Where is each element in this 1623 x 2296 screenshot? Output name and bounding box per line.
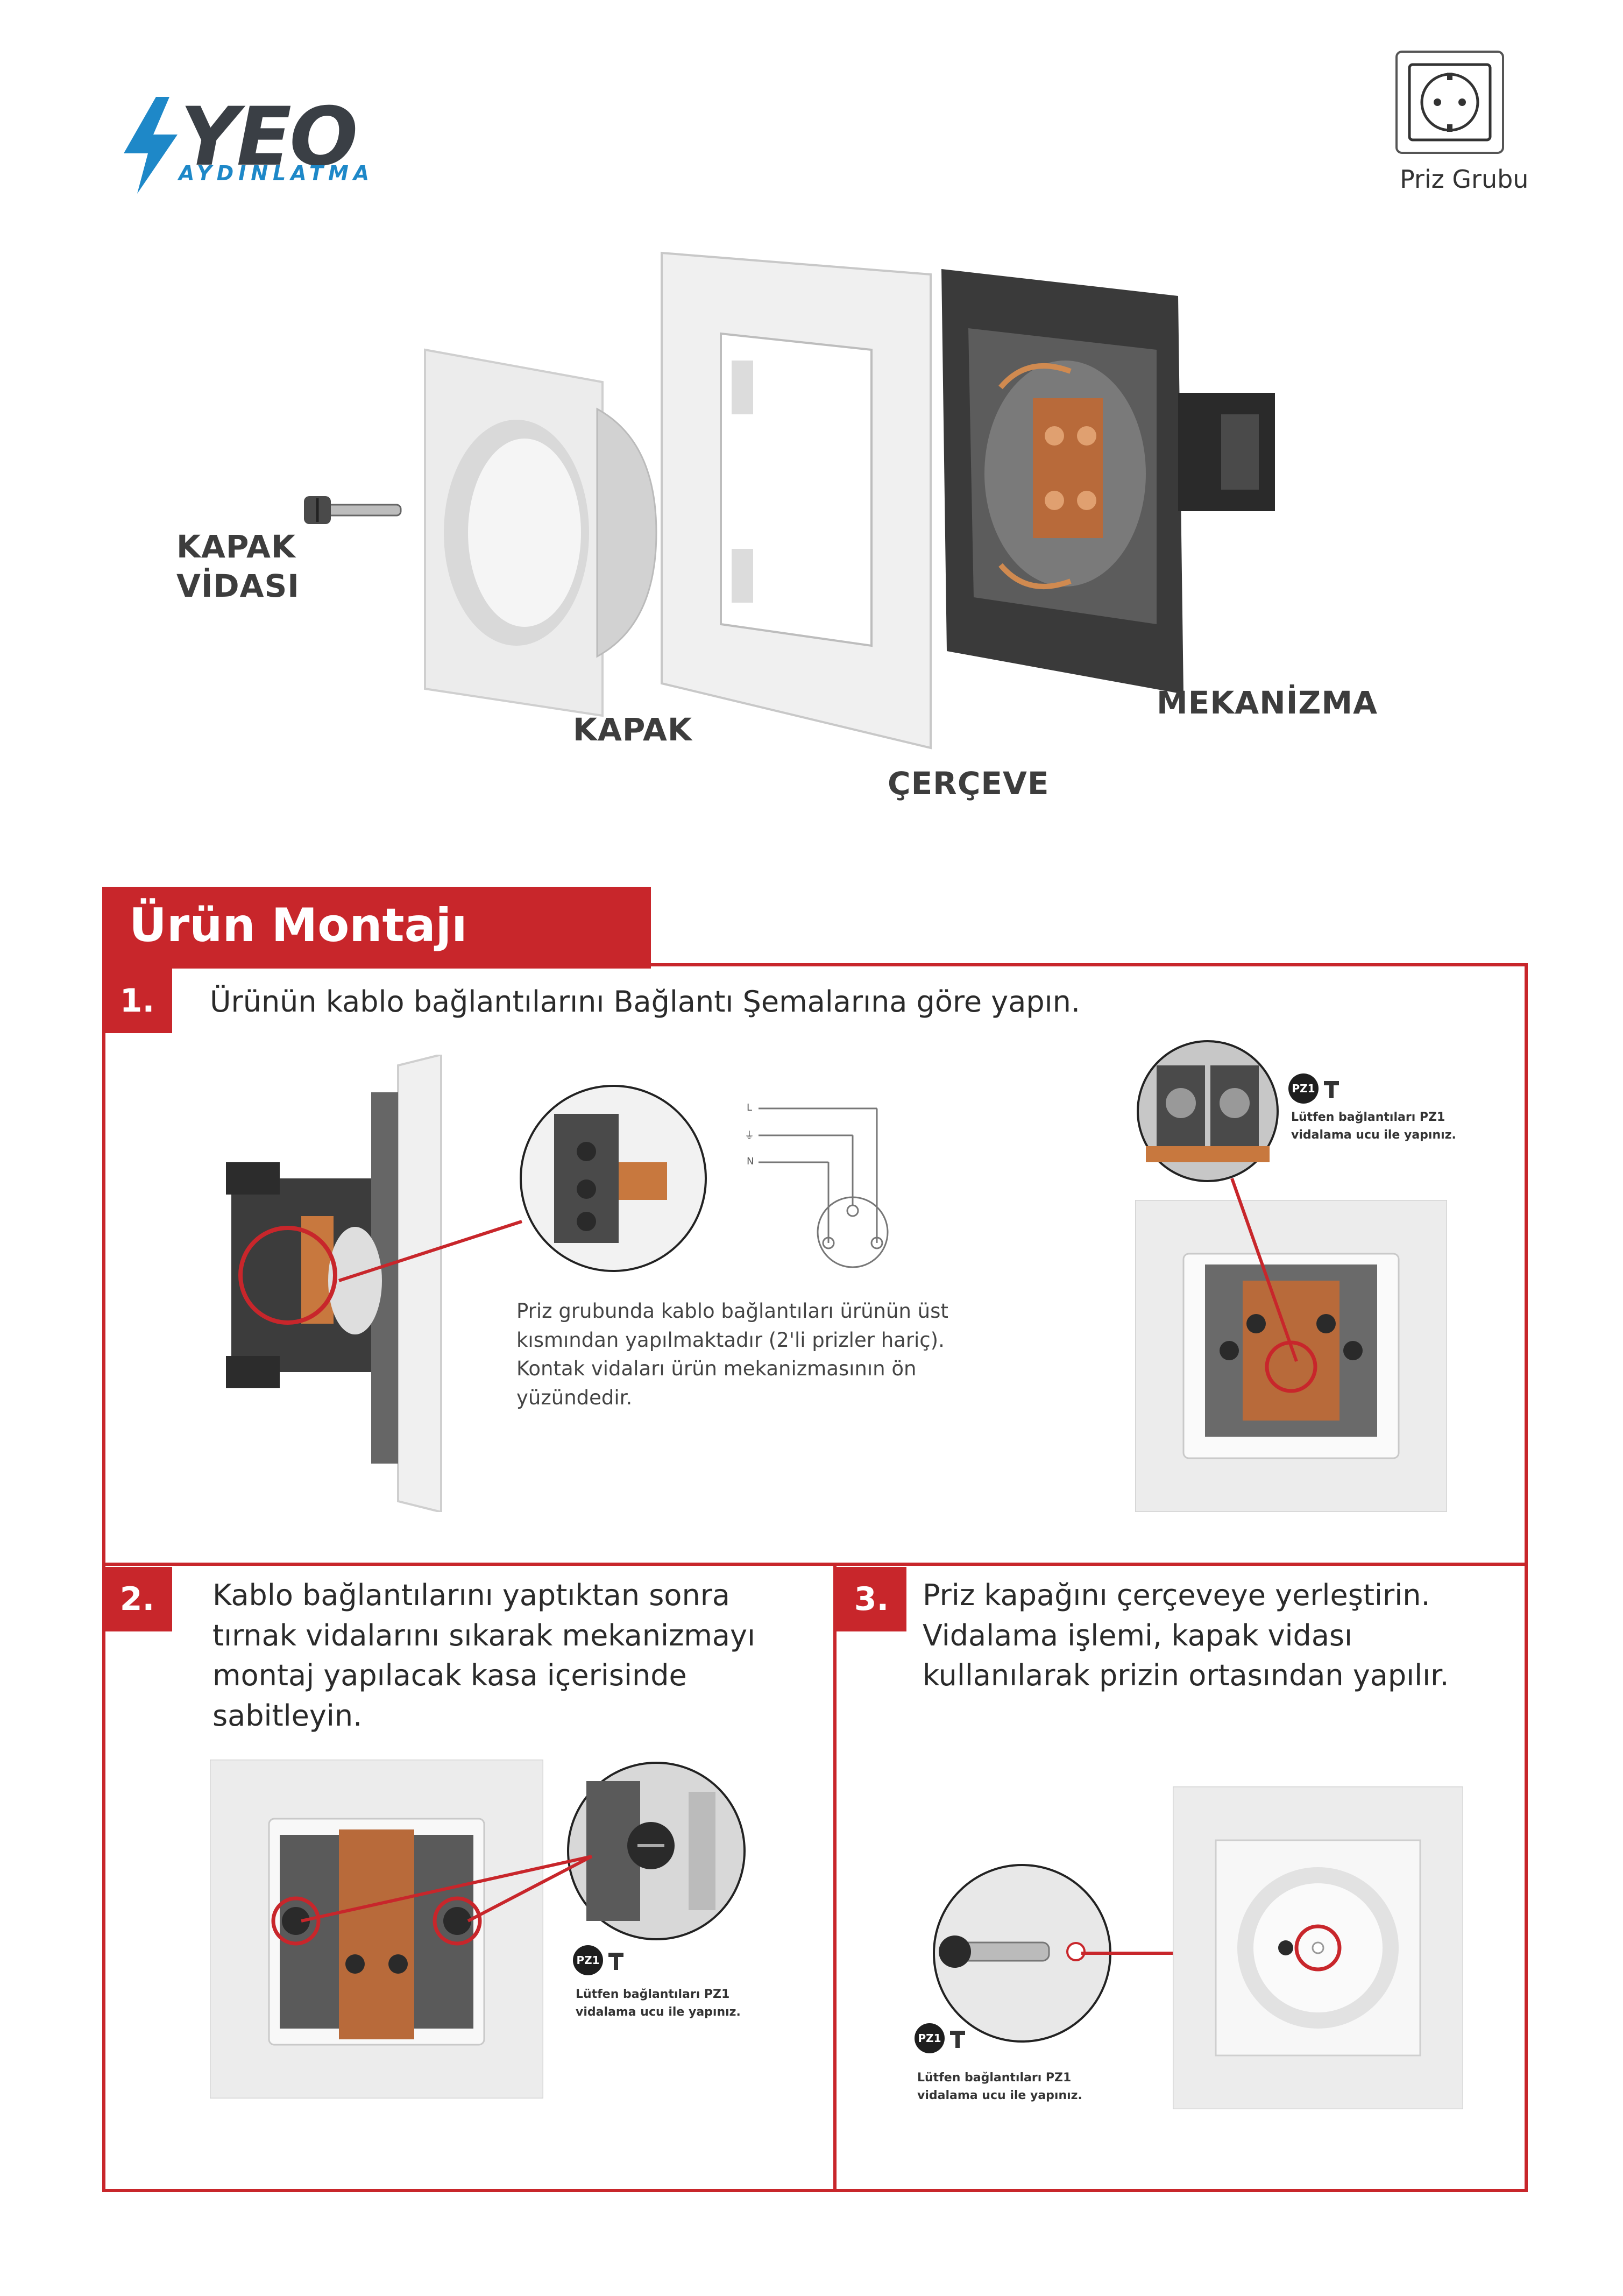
wire-label-earth: ⏚ xyxy=(745,1130,754,1141)
step-1-note-line: kısmından yapılmaktadır (2'li prizler ha… xyxy=(516,1328,945,1352)
step-1-note: Priz grubunda kablo bağlantıları ürünün … xyxy=(516,1297,1001,1412)
step-3-title-line: Vidalama işlemi, kapak vidası xyxy=(923,1618,1353,1652)
section-title: Ürün Montajı xyxy=(129,899,467,952)
wire-label-n: N xyxy=(747,1156,754,1167)
tool-note-line: vidalama ucu ile yapınız. xyxy=(1291,1128,1456,1142)
step-3-title-line: kullanılarak prizin ortasından yapılır. xyxy=(923,1658,1449,1693)
screwdriver-icon xyxy=(608,1953,623,1970)
connector-line xyxy=(301,1855,593,1923)
mechanism-in-box-illustration xyxy=(210,1760,543,2099)
section-title-banner: Ürün Montajı xyxy=(102,887,651,969)
step-3-number: 3. xyxy=(837,1567,906,1631)
step-1-title: Ürünün kablo bağlantılarını Bağlantı Şem… xyxy=(210,985,1080,1019)
lightning-bolt-icon xyxy=(124,97,178,194)
mechanism-illustration xyxy=(941,269,1275,694)
product-group-label: Priz Grubu xyxy=(1400,165,1529,194)
cover-screw-label-line1: KAPAK xyxy=(176,528,296,565)
pz1-badge: PZ1 xyxy=(573,1945,603,1975)
cover-screw-illustration xyxy=(304,496,402,524)
exploded-view: KAPAK VİDASI KAPAK ÇERÇEVE MEKANİZMA xyxy=(0,237,1623,850)
mechanism-label: MEKANİZMA xyxy=(1157,684,1378,721)
step-2-title: Kablo bağlantılarını yaptıktan sonra tır… xyxy=(212,1576,815,1736)
claw-screw-closeup-illustration xyxy=(567,1762,746,1940)
wiring-diagram: L ⏚ N xyxy=(737,1098,909,1275)
connector-line xyxy=(1230,1178,1298,1362)
screwdriver-icon xyxy=(1324,1081,1339,1098)
wire-label-l: L xyxy=(747,1102,753,1113)
cover-screw-label-line2: VİDASI xyxy=(176,567,300,604)
step-2-title-line: montaj yapılacak kasa içerisinde xyxy=(212,1658,687,1693)
connector-line xyxy=(338,1220,522,1282)
socket-cover-illustration xyxy=(424,348,657,717)
tool-note-line: Lütfen bağlantıları PZ1 xyxy=(917,2071,1072,2085)
socket-outlet-icon xyxy=(1395,51,1504,154)
brand-name: YEO xyxy=(180,90,358,184)
step-1-note-line: Priz grubunda kablo bağlantıları ürünün … xyxy=(516,1299,948,1323)
pz1-badge: PZ1 xyxy=(1288,1073,1319,1104)
pz1-badge: PZ1 xyxy=(915,2023,945,2053)
tool-note-line: vidalama ucu ile yapınız. xyxy=(576,2005,741,2019)
terminal-closeup-illustration xyxy=(520,1085,707,1272)
cover-label: KAPAK xyxy=(573,711,692,748)
tool-note-line: Lütfen bağlantıları PZ1 xyxy=(1291,1111,1445,1124)
mechanism-side-view-illustration xyxy=(226,1055,442,1512)
step-2-title-line: Kablo bağlantılarını yaptıktan sonra xyxy=(212,1578,730,1612)
assembled-socket-illustration xyxy=(1173,1786,1463,2109)
step-2-title-line: sabitleyin. xyxy=(212,1698,363,1733)
step-3-tool-note: Lütfen bağlantıları PZ1 vidalama ucu ile… xyxy=(917,2069,1089,2104)
screwdriver-icon xyxy=(950,2031,965,2048)
frame-illustration xyxy=(661,251,932,750)
step-3-box xyxy=(833,1563,1528,2192)
step-3-title-line: Priz kapağını çerçeveye yerleştirin. xyxy=(923,1578,1430,1612)
brand-tagline: AYDINLATMA xyxy=(179,161,374,185)
cover-screw-label: KAPAK VİDASI xyxy=(176,527,300,605)
screw-terminal-closeup-illustration xyxy=(1137,1040,1279,1182)
tool-note-line: Lütfen bağlantıları PZ1 xyxy=(576,1988,730,2001)
step-2-title-line: tırnak vidalarını sıkarak mekanizmayı xyxy=(212,1618,755,1652)
brand-logo: YEO AYDINLATMA xyxy=(118,86,369,194)
step-1-note-line: yüzündedir. xyxy=(516,1386,633,1409)
wiring-diagram-lines xyxy=(759,1107,889,1268)
step-3-title: Priz kapağını çerçeveye yerleştirin. Vid… xyxy=(923,1576,1514,1696)
frame-label: ÇERÇEVE xyxy=(888,765,1050,802)
step-1-number: 1. xyxy=(102,969,172,1033)
product-group-badge: Priz Grubu xyxy=(1388,48,1528,199)
tool-note-line: vidalama ucu ile yapınız. xyxy=(917,2089,1082,2102)
step-1-tool-note: Lütfen bağlantıları PZ1 vidalama ucu ile… xyxy=(1291,1108,1463,1144)
step-2-number: 2. xyxy=(102,1567,172,1631)
step-1-note-line: Kontak vidaları ürün mekanizmasının ön xyxy=(516,1357,917,1381)
step-2-tool-note: Lütfen bağlantıları PZ1 vidalama ucu ile… xyxy=(576,1986,748,2021)
